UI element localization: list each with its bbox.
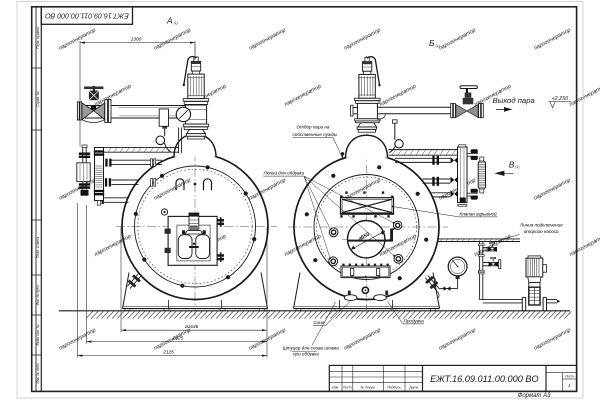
svg-text:+2,250: +2,250 bbox=[552, 96, 569, 102]
svg-text:Линия подключения: Линия подключения bbox=[519, 223, 563, 228]
svg-text:Изм.: Изм. bbox=[332, 386, 339, 390]
svg-text:Инв. № дубл.: Инв. № дубл. bbox=[36, 285, 40, 306]
svg-text:В: В bbox=[509, 159, 515, 169]
svg-text:второго насоса: второго насоса bbox=[524, 229, 559, 234]
svg-text:Справ. №: Справ. № bbox=[36, 91, 40, 107]
svg-text:⌀1646: ⌀1646 bbox=[185, 324, 199, 330]
svg-text:Формат А3: Формат А3 bbox=[518, 393, 551, 399]
svg-text:ЕЖТ.16.09.011.00.000 ВО: ЕЖТ.16.09.011.00.000 ВО bbox=[430, 374, 538, 384]
svg-text:Выход пара: Выход пара bbox=[493, 96, 536, 105]
svg-text:Взам. инв. №: Взам. инв. № bbox=[36, 324, 40, 345]
svg-text:А: А bbox=[166, 15, 173, 25]
svg-text:(1): (1) bbox=[515, 165, 519, 169]
svg-text:Штуцер для слива шлама: Штуцер для слива шлама bbox=[283, 346, 340, 351]
svg-text:собственные нужды: собственные нужды bbox=[293, 132, 338, 137]
svg-text:Инв. № подл.: Инв. № подл. bbox=[36, 362, 40, 383]
svg-text:Лючки для обдувки: Лючки для обдувки bbox=[263, 171, 305, 176]
svg-text:2025: 2025 bbox=[172, 336, 184, 342]
svg-text:(1): (1) bbox=[436, 44, 440, 48]
svg-text:Дата: Дата bbox=[408, 386, 418, 390]
svg-text:Лист: Лист bbox=[564, 375, 574, 379]
svg-text:№ докум.: № докум. bbox=[361, 386, 376, 390]
svg-text:⌀650: ⌀650 bbox=[357, 232, 371, 243]
svg-text:Лист: Лист bbox=[342, 386, 352, 390]
svg-text:Подп. и дата: Подп. и дата bbox=[36, 237, 40, 258]
svg-text:Перв. примен.: Перв. примен. bbox=[36, 26, 40, 49]
svg-text:Продувка: Продувка bbox=[404, 319, 425, 324]
svg-text:1: 1 bbox=[568, 383, 571, 389]
svg-text:при обдувке: при обдувке bbox=[293, 352, 319, 357]
svg-text:Клапан взрывной: Клапан взрывной bbox=[460, 211, 498, 217]
svg-text:Отбор пара на: Отбор пара на bbox=[297, 124, 330, 129]
svg-text:1300: 1300 bbox=[131, 37, 142, 43]
svg-text:ЕЖТ.16.09.011.00.000 ВО: ЕЖТ.16.09.011.00.000 ВО bbox=[45, 12, 129, 21]
svg-text:Подпись: Подпись bbox=[387, 386, 401, 390]
svg-text:2125: 2125 bbox=[162, 350, 174, 356]
svg-text:Слив: Слив bbox=[314, 320, 325, 325]
svg-text:Б: Б bbox=[429, 38, 435, 48]
svg-text:(1): (1) bbox=[174, 21, 178, 25]
